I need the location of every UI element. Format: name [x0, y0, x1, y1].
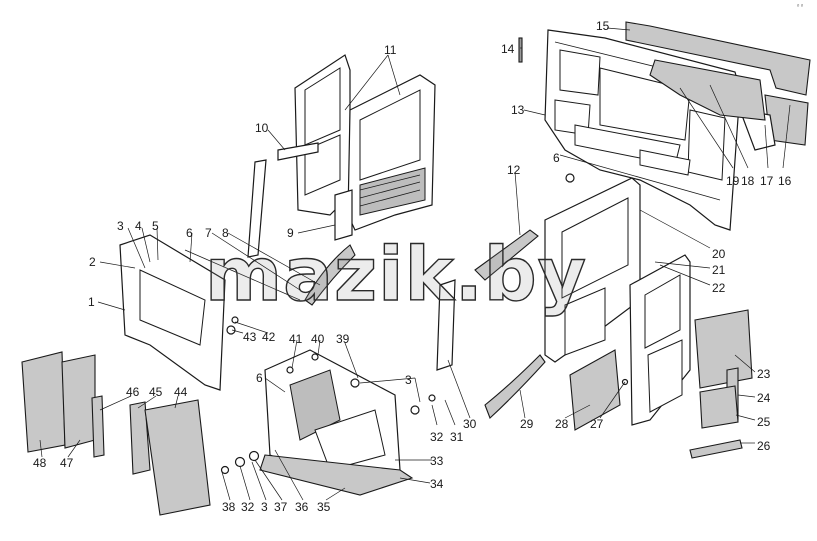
- bracket-10: [277, 142, 319, 161]
- callout-11: 11: [384, 43, 397, 57]
- callout-27: 27: [590, 417, 604, 431]
- front-side-wall-1: [119, 234, 226, 391]
- callout-12: 12: [507, 163, 521, 177]
- pillar-strip: [247, 159, 267, 258]
- mat-47: [61, 354, 96, 449]
- callout-46: 46: [126, 385, 140, 399]
- callout-39: 39: [336, 332, 350, 346]
- callout-36: 36: [295, 500, 309, 514]
- callout-48: 48: [33, 456, 47, 470]
- callout-22: 22: [712, 281, 726, 295]
- callout-24: 24: [757, 391, 771, 405]
- callout-3b: 3: [405, 373, 412, 387]
- callout-32a: 32: [430, 430, 444, 444]
- rear-wall-panel-13: [544, 29, 741, 231]
- callout-6c: 6: [553, 151, 560, 165]
- callout-40: 40: [311, 332, 325, 346]
- mat-48: [21, 351, 66, 453]
- corner-mark: ᵒ ᵒ: [797, 4, 804, 10]
- callout-18: 18: [741, 174, 755, 188]
- callout-5: 5: [152, 219, 159, 233]
- callout-labels: 1 2 3 4 5 6 7 8 9 10 11 12 13 14 15 16 1…: [33, 19, 792, 514]
- side-wall-20: [544, 177, 641, 363]
- side-window-frame-11: [294, 54, 351, 216]
- callout-4: 4: [135, 219, 142, 233]
- callout-41: 41: [289, 332, 303, 346]
- callout-17: 17: [760, 174, 774, 188]
- callout-28: 28: [555, 417, 569, 431]
- panel-23: [694, 309, 753, 389]
- callout-3: 3: [117, 219, 124, 233]
- callout-37: 37: [274, 500, 288, 514]
- callout-19: 19: [726, 174, 740, 188]
- callout-26: 26: [757, 439, 771, 453]
- mat-44: [144, 399, 211, 516]
- callout-42: 42: [262, 330, 276, 344]
- callout-32b: 32: [241, 500, 255, 514]
- callout-45: 45: [149, 385, 163, 399]
- callout-14: 14: [501, 42, 515, 56]
- callout-35: 35: [317, 500, 331, 514]
- strip-26: [689, 439, 743, 459]
- mat-45: [129, 401, 151, 475]
- callout-10: 10: [255, 121, 269, 135]
- callout-8: 8: [222, 226, 229, 240]
- callout-1: 1: [88, 295, 95, 309]
- trim-12: [474, 229, 539, 281]
- callout-6: 6: [186, 226, 193, 240]
- strip-14: [518, 37, 523, 63]
- callout-34: 34: [430, 477, 444, 491]
- callout-13: 13: [511, 103, 525, 117]
- panel-25: [699, 385, 739, 429]
- callout-3c: 3: [261, 500, 268, 514]
- callout-25: 25: [757, 415, 771, 429]
- pillar-30: [436, 279, 456, 371]
- callout-33: 33: [430, 454, 444, 468]
- callout-30: 30: [463, 417, 477, 431]
- watermark-text: mazik.by: [205, 232, 587, 318]
- callout-7: 7: [205, 226, 212, 240]
- rail-7: [184, 249, 301, 301]
- insulation-15: [625, 21, 811, 96]
- callout-16: 16: [778, 174, 792, 188]
- arch-trim-8: [304, 244, 356, 306]
- leader-lines: [39, 27, 791, 501]
- callout-9: 9: [287, 226, 294, 240]
- callout-43: 43: [243, 330, 257, 344]
- callout-29: 29: [520, 417, 534, 431]
- door-frame-11: [347, 74, 436, 231]
- floor-plate-35: [259, 454, 414, 496]
- callout-23: 23: [757, 367, 771, 381]
- insulation-18: [649, 59, 766, 121]
- panel-28: [569, 349, 621, 431]
- callout-2: 2: [89, 255, 96, 269]
- door-panel-22: [629, 254, 691, 426]
- callout-6b: 6: [256, 371, 263, 385]
- callout-47: 47: [60, 456, 74, 470]
- arch-trim-29: [484, 354, 546, 419]
- mat-46: [91, 395, 105, 458]
- floor-panel-33: [264, 349, 401, 486]
- callout-44: 44: [174, 385, 188, 399]
- callout-20: 20: [712, 247, 726, 261]
- callout-31: 31: [450, 430, 464, 444]
- callout-38: 38: [222, 500, 236, 514]
- callout-15: 15: [596, 19, 610, 33]
- callout-21: 21: [712, 263, 726, 277]
